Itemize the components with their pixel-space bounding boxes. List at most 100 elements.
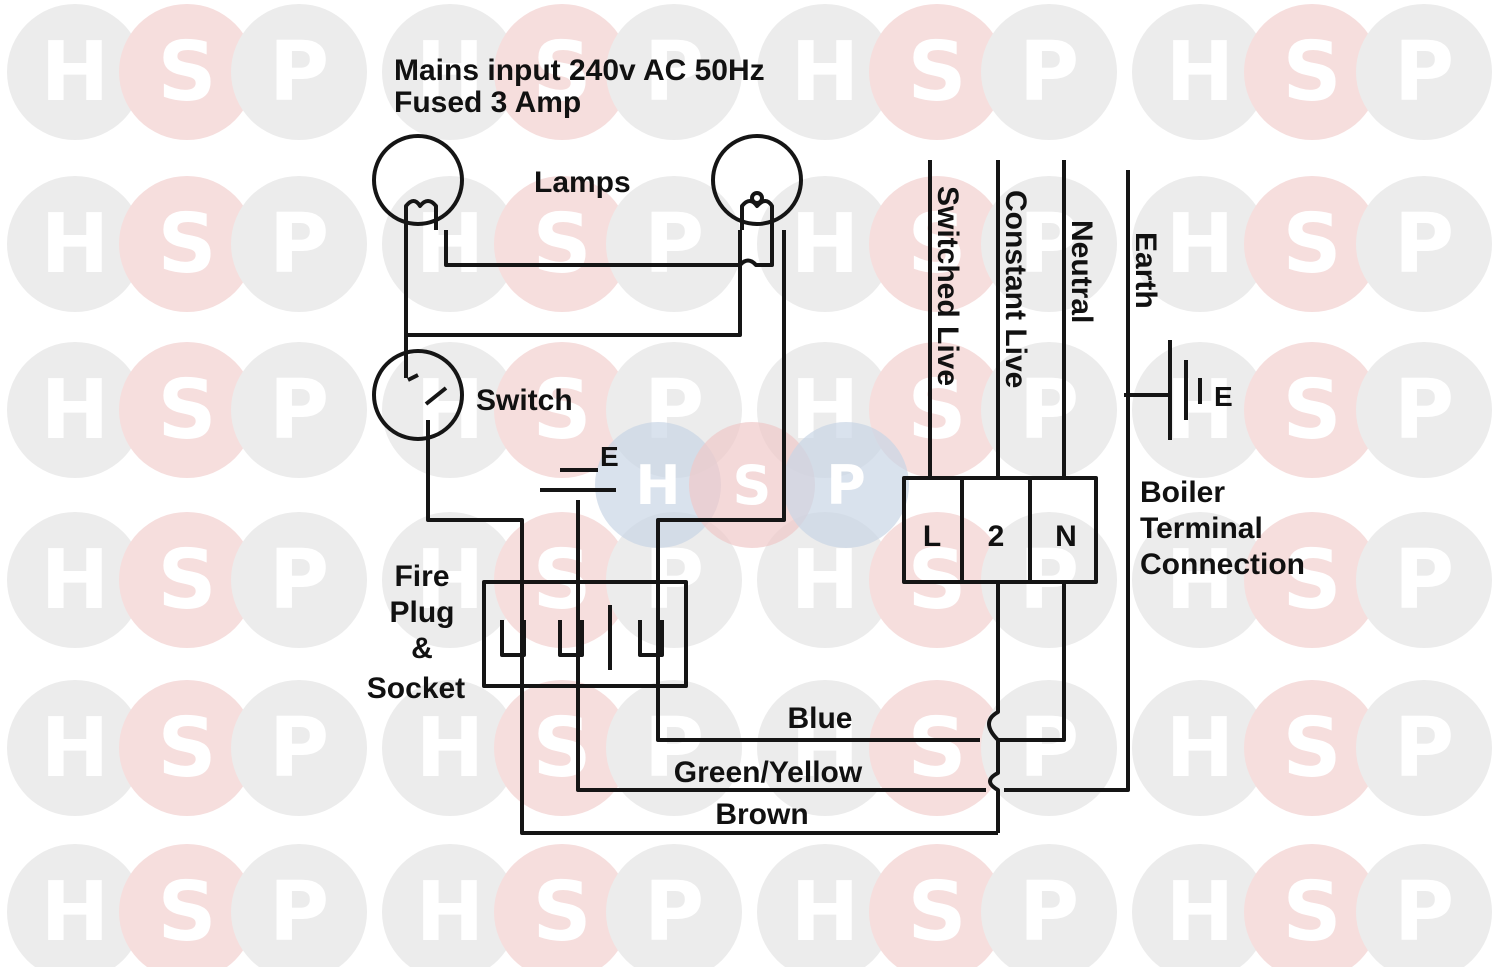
watermark-circle — [1356, 844, 1492, 967]
watermark-letter: S — [157, 363, 216, 458]
terminal-l-label: L — [923, 520, 941, 553]
watermark-circle — [1132, 844, 1268, 967]
earth-line — [1004, 170, 1130, 792]
watermark-letter: H — [1166, 865, 1235, 960]
watermark-letter: P — [269, 197, 329, 292]
switched-live-label: Switched Live — [931, 186, 964, 386]
connection-label: Connection — [1140, 548, 1305, 581]
watermark-circle — [757, 680, 893, 816]
watermark-circle — [119, 512, 255, 648]
watermark-circle — [1244, 342, 1380, 478]
watermark-letter: P — [1394, 197, 1454, 292]
watermark-circle — [1356, 342, 1492, 478]
watermark-letter: P — [1394, 701, 1454, 796]
watermark-circle — [1244, 4, 1380, 140]
watermark-letter: P — [1019, 197, 1079, 292]
watermark-letter: H — [41, 197, 110, 292]
watermark-circle — [869, 342, 1005, 478]
watermark-letter: S — [1282, 197, 1341, 292]
watermark-circle — [981, 844, 1117, 967]
center-watermark-p: P — [826, 454, 866, 517]
watermark-letter: S — [1282, 533, 1341, 628]
watermark-circle — [1356, 4, 1492, 140]
watermark-letter: H — [416, 533, 485, 628]
watermark-letter: P — [644, 25, 704, 120]
watermark-circle — [606, 844, 742, 967]
watermark-circle — [1244, 512, 1380, 648]
watermark-letter: H — [791, 865, 860, 960]
watermark-letter: H — [41, 701, 110, 796]
neutral-label: Neutral — [1065, 220, 1098, 323]
watermark-letter: H — [1166, 701, 1235, 796]
watermark-letter: P — [269, 701, 329, 796]
lamp-left-filament — [404, 199, 438, 230]
lamp-right-icon — [711, 134, 803, 226]
center-watermark: H S P — [595, 422, 909, 548]
watermark-circle — [382, 844, 518, 967]
socket-label: Socket — [367, 672, 465, 705]
watermark-circle — [1132, 4, 1268, 140]
watermark-letter: H — [416, 701, 485, 796]
watermark-letter: S — [532, 701, 591, 796]
watermark-circle — [382, 176, 518, 312]
lamp-left-icon — [372, 134, 464, 226]
earth-symbol-right-label: E — [1214, 381, 1233, 412]
watermark-circle — [7, 512, 143, 648]
watermark-circle — [231, 176, 367, 312]
watermark-circle — [1244, 680, 1380, 816]
watermark-circle — [1244, 176, 1380, 312]
watermark-circle — [981, 342, 1117, 478]
watermark-circle — [1132, 680, 1268, 816]
watermark-letter: P — [644, 701, 704, 796]
center-watermark-s: S — [733, 454, 772, 517]
watermark-letter: H — [1166, 25, 1235, 120]
labels: Mains input 240v AC 50Hz Fused 3 Amp Lam… — [367, 54, 1305, 831]
watermark-circle — [494, 176, 630, 312]
watermark-letter: P — [269, 865, 329, 960]
watermark-circle — [1132, 512, 1268, 648]
switch-label: Switch — [476, 384, 573, 417]
watermark-letter: S — [157, 533, 216, 628]
lamp-link-bottom — [404, 230, 742, 337]
center-watermark-h: H — [635, 454, 680, 517]
watermark-circle — [1356, 680, 1492, 816]
green-yellow-wire-label: Green/Yellow — [674, 756, 863, 789]
watermark-letter: S — [907, 865, 966, 960]
fire-plug-socket-box — [482, 580, 688, 688]
watermark-letter: H — [1166, 533, 1235, 628]
watermark-letter: H — [791, 533, 860, 628]
wiring-lines — [372, 134, 1202, 835]
watermark-letter: H — [41, 533, 110, 628]
watermark-letter: P — [1019, 701, 1079, 796]
watermark-letter: P — [644, 865, 704, 960]
watermark-letter: H — [791, 701, 860, 796]
watermark-circle — [119, 844, 255, 967]
watermark-letter: H — [416, 25, 485, 120]
watermark-letter: P — [1019, 25, 1079, 120]
switch-icon — [372, 349, 464, 441]
watermark-circle — [494, 342, 630, 478]
watermark-circle — [981, 680, 1117, 816]
lamp-right-filament — [740, 199, 774, 230]
brown-wire — [426, 420, 998, 835]
watermark-circle — [606, 176, 742, 312]
watermark-circle — [606, 680, 742, 816]
watermark-letter: S — [1282, 701, 1341, 796]
terminal-2-label: 2 — [988, 520, 1005, 553]
watermark-circle — [119, 680, 255, 816]
watermark-circle — [7, 4, 143, 140]
watermark-circle — [1244, 844, 1380, 967]
watermark-letter: P — [269, 25, 329, 120]
watermark-letter: H — [791, 197, 860, 292]
watermark-letter: H — [416, 865, 485, 960]
watermark-letter: P — [269, 533, 329, 628]
watermark-letter: P — [1019, 363, 1079, 458]
watermark-letter: S — [907, 363, 966, 458]
watermark-circle — [494, 844, 630, 967]
watermark-letter: S — [907, 701, 966, 796]
watermark-letter: P — [644, 197, 704, 292]
blue-wire-label: Blue — [787, 702, 852, 735]
watermark-letter: P — [1394, 865, 1454, 960]
watermark-letter: S — [532, 865, 591, 960]
